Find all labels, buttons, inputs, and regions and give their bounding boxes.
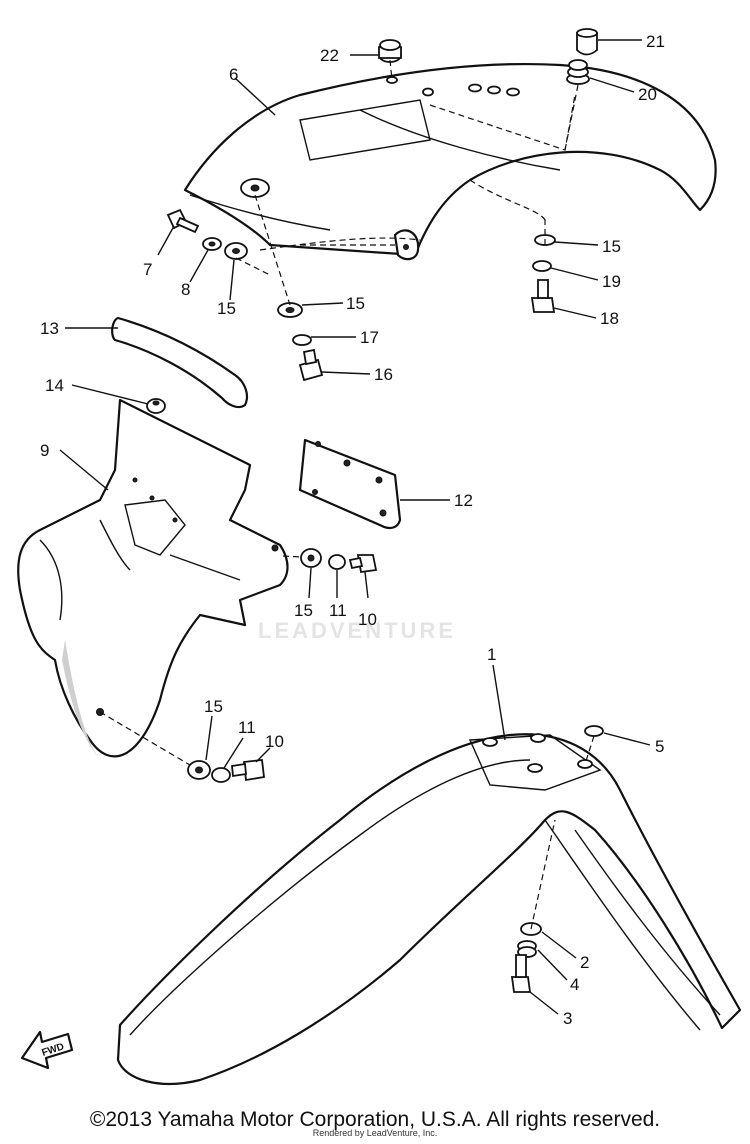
callout-3: 3 bbox=[563, 1009, 572, 1028]
callout-11-plate: 11 bbox=[329, 601, 347, 620]
washer-5 bbox=[584, 725, 604, 737]
callout-2: 2 bbox=[580, 953, 589, 972]
license-plate-bracket bbox=[298, 438, 402, 530]
callout-10-plate: 10 bbox=[358, 610, 377, 629]
lockwasher-11-plate bbox=[328, 554, 346, 570]
bolt-18 bbox=[530, 279, 556, 313]
fender-exploded-diagram: FWD 6 22 21 20 15 bbox=[17, 28, 742, 1085]
collar-21 bbox=[576, 28, 598, 56]
lockwasher-17 bbox=[292, 334, 312, 346]
callout-6: 6 bbox=[229, 65, 238, 84]
washer-15-plate bbox=[300, 548, 322, 568]
callout-21: 21 bbox=[646, 32, 665, 51]
callout-15-right: 15 bbox=[602, 237, 621, 256]
hardware bbox=[146, 28, 604, 993]
callout-14: 14 bbox=[45, 376, 64, 395]
assembly-lines bbox=[99, 59, 595, 930]
callout-15-plate: 15 bbox=[294, 601, 313, 620]
copyright-notice: ©2013 Yamaha Motor Corporation, U.S.A. A… bbox=[89, 1108, 661, 1131]
callout-labels: 6 22 21 20 15 19 18 7 8 15 15 17 16 13 1… bbox=[40, 32, 665, 1028]
bolt-3 bbox=[510, 954, 532, 993]
front-fender bbox=[116, 733, 742, 1085]
bolt-7 bbox=[166, 208, 200, 234]
rear-flap-bracket bbox=[17, 398, 289, 760]
callout-16: 16 bbox=[374, 365, 393, 384]
callout-5: 5 bbox=[655, 737, 664, 756]
rear-fender bbox=[183, 62, 717, 261]
callout-1: 1 bbox=[487, 645, 496, 664]
bolt-10-lower bbox=[231, 759, 265, 782]
grommet-20 bbox=[566, 59, 590, 85]
callout-12: 12 bbox=[454, 491, 473, 510]
callout-17: 17 bbox=[360, 328, 379, 347]
fwd-arrow: FWD bbox=[20, 1030, 74, 1070]
lockwasher-19 bbox=[532, 260, 552, 272]
washer-15-middle bbox=[277, 302, 303, 318]
grommet-22 bbox=[378, 39, 402, 63]
grommet-14 bbox=[146, 398, 166, 414]
bolt-16 bbox=[298, 348, 324, 382]
callout-11-lower: 11 bbox=[238, 718, 256, 737]
callout-7: 7 bbox=[143, 260, 152, 279]
callout-8: 8 bbox=[181, 280, 190, 299]
bolt-10-plate bbox=[348, 554, 378, 574]
callout-22: 22 bbox=[320, 46, 339, 65]
callout-19: 19 bbox=[602, 272, 621, 291]
callout-13: 13 bbox=[40, 319, 59, 338]
lockwasher-11-lower bbox=[211, 767, 231, 783]
callout-20: 20 bbox=[638, 85, 657, 104]
rendered-by-note: Rendered by LeadVenture, Inc. bbox=[312, 1128, 438, 1138]
callout-15-top-left: 15 bbox=[217, 299, 236, 318]
washer-15-lower bbox=[187, 760, 211, 780]
callout-15-lower: 15 bbox=[204, 697, 223, 716]
washer-15-top-left bbox=[224, 242, 248, 260]
fender-band bbox=[111, 316, 249, 409]
leadventure-watermark: LEADVENTURE bbox=[258, 618, 457, 643]
callout-10-lower: 10 bbox=[265, 732, 284, 751]
leader-lines bbox=[59, 39, 651, 1015]
callout-15-middle: 15 bbox=[346, 294, 365, 313]
washer-8 bbox=[202, 237, 222, 251]
callout-18: 18 bbox=[600, 309, 619, 328]
callout-4: 4 bbox=[570, 975, 579, 994]
callout-9: 9 bbox=[40, 441, 49, 460]
